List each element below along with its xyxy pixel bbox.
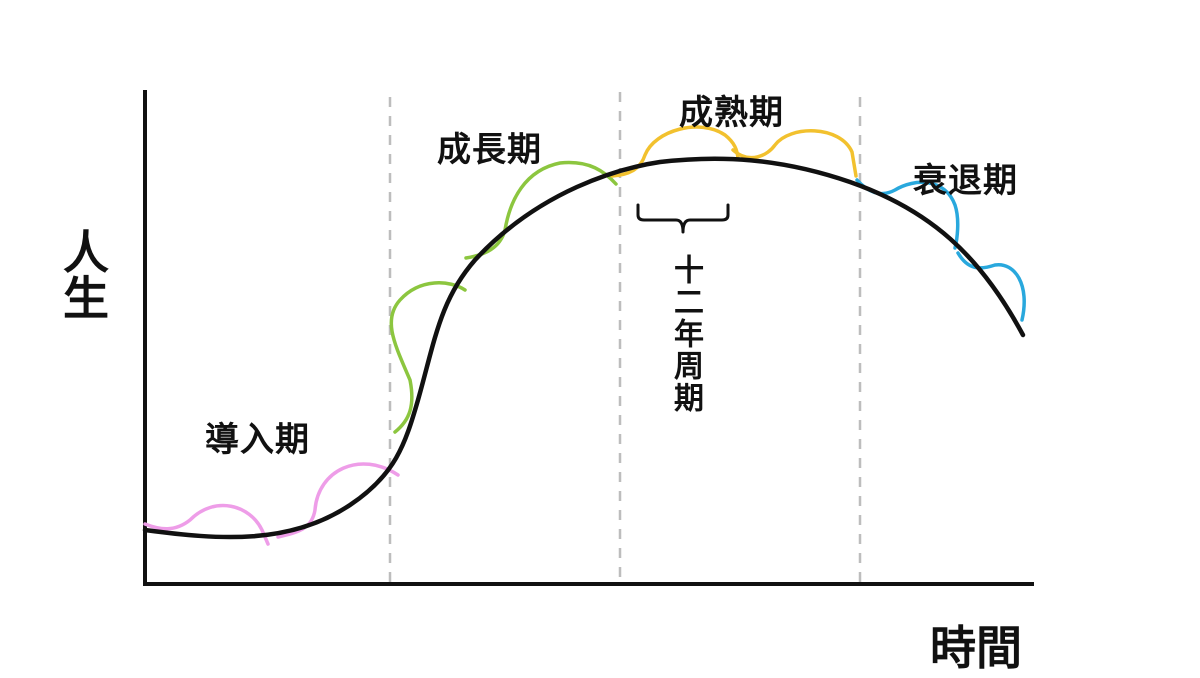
intro-cycle-arc <box>276 462 400 539</box>
phase-label-decline: 衰退期 <box>913 161 1018 201</box>
y-axis-label: 人生 <box>56 228 110 320</box>
growth-cycle-arc <box>464 160 618 260</box>
intro-cycles <box>143 462 400 546</box>
maturity-cycle-arc <box>610 125 740 178</box>
growth-cycle-arc <box>389 281 467 434</box>
x-axis-label: 時間 <box>930 621 1022 675</box>
phase-label-growth: 成長期 <box>437 130 542 170</box>
axes <box>143 90 1034 586</box>
main-life-curve <box>142 156 1026 540</box>
maturity-cycle-arc <box>731 129 858 178</box>
cycle-annotation-label: 十二年周期 <box>668 254 703 414</box>
growth-cycles <box>389 160 618 434</box>
cycle-bracket <box>636 203 730 234</box>
maturity-cycles <box>610 125 858 178</box>
intro-cycle-arc <box>143 503 270 546</box>
phase-label-intro: 導入期 <box>205 420 310 460</box>
phase-label-maturity: 成熟期 <box>679 93 784 133</box>
decline-cycle-arc <box>956 251 1026 322</box>
